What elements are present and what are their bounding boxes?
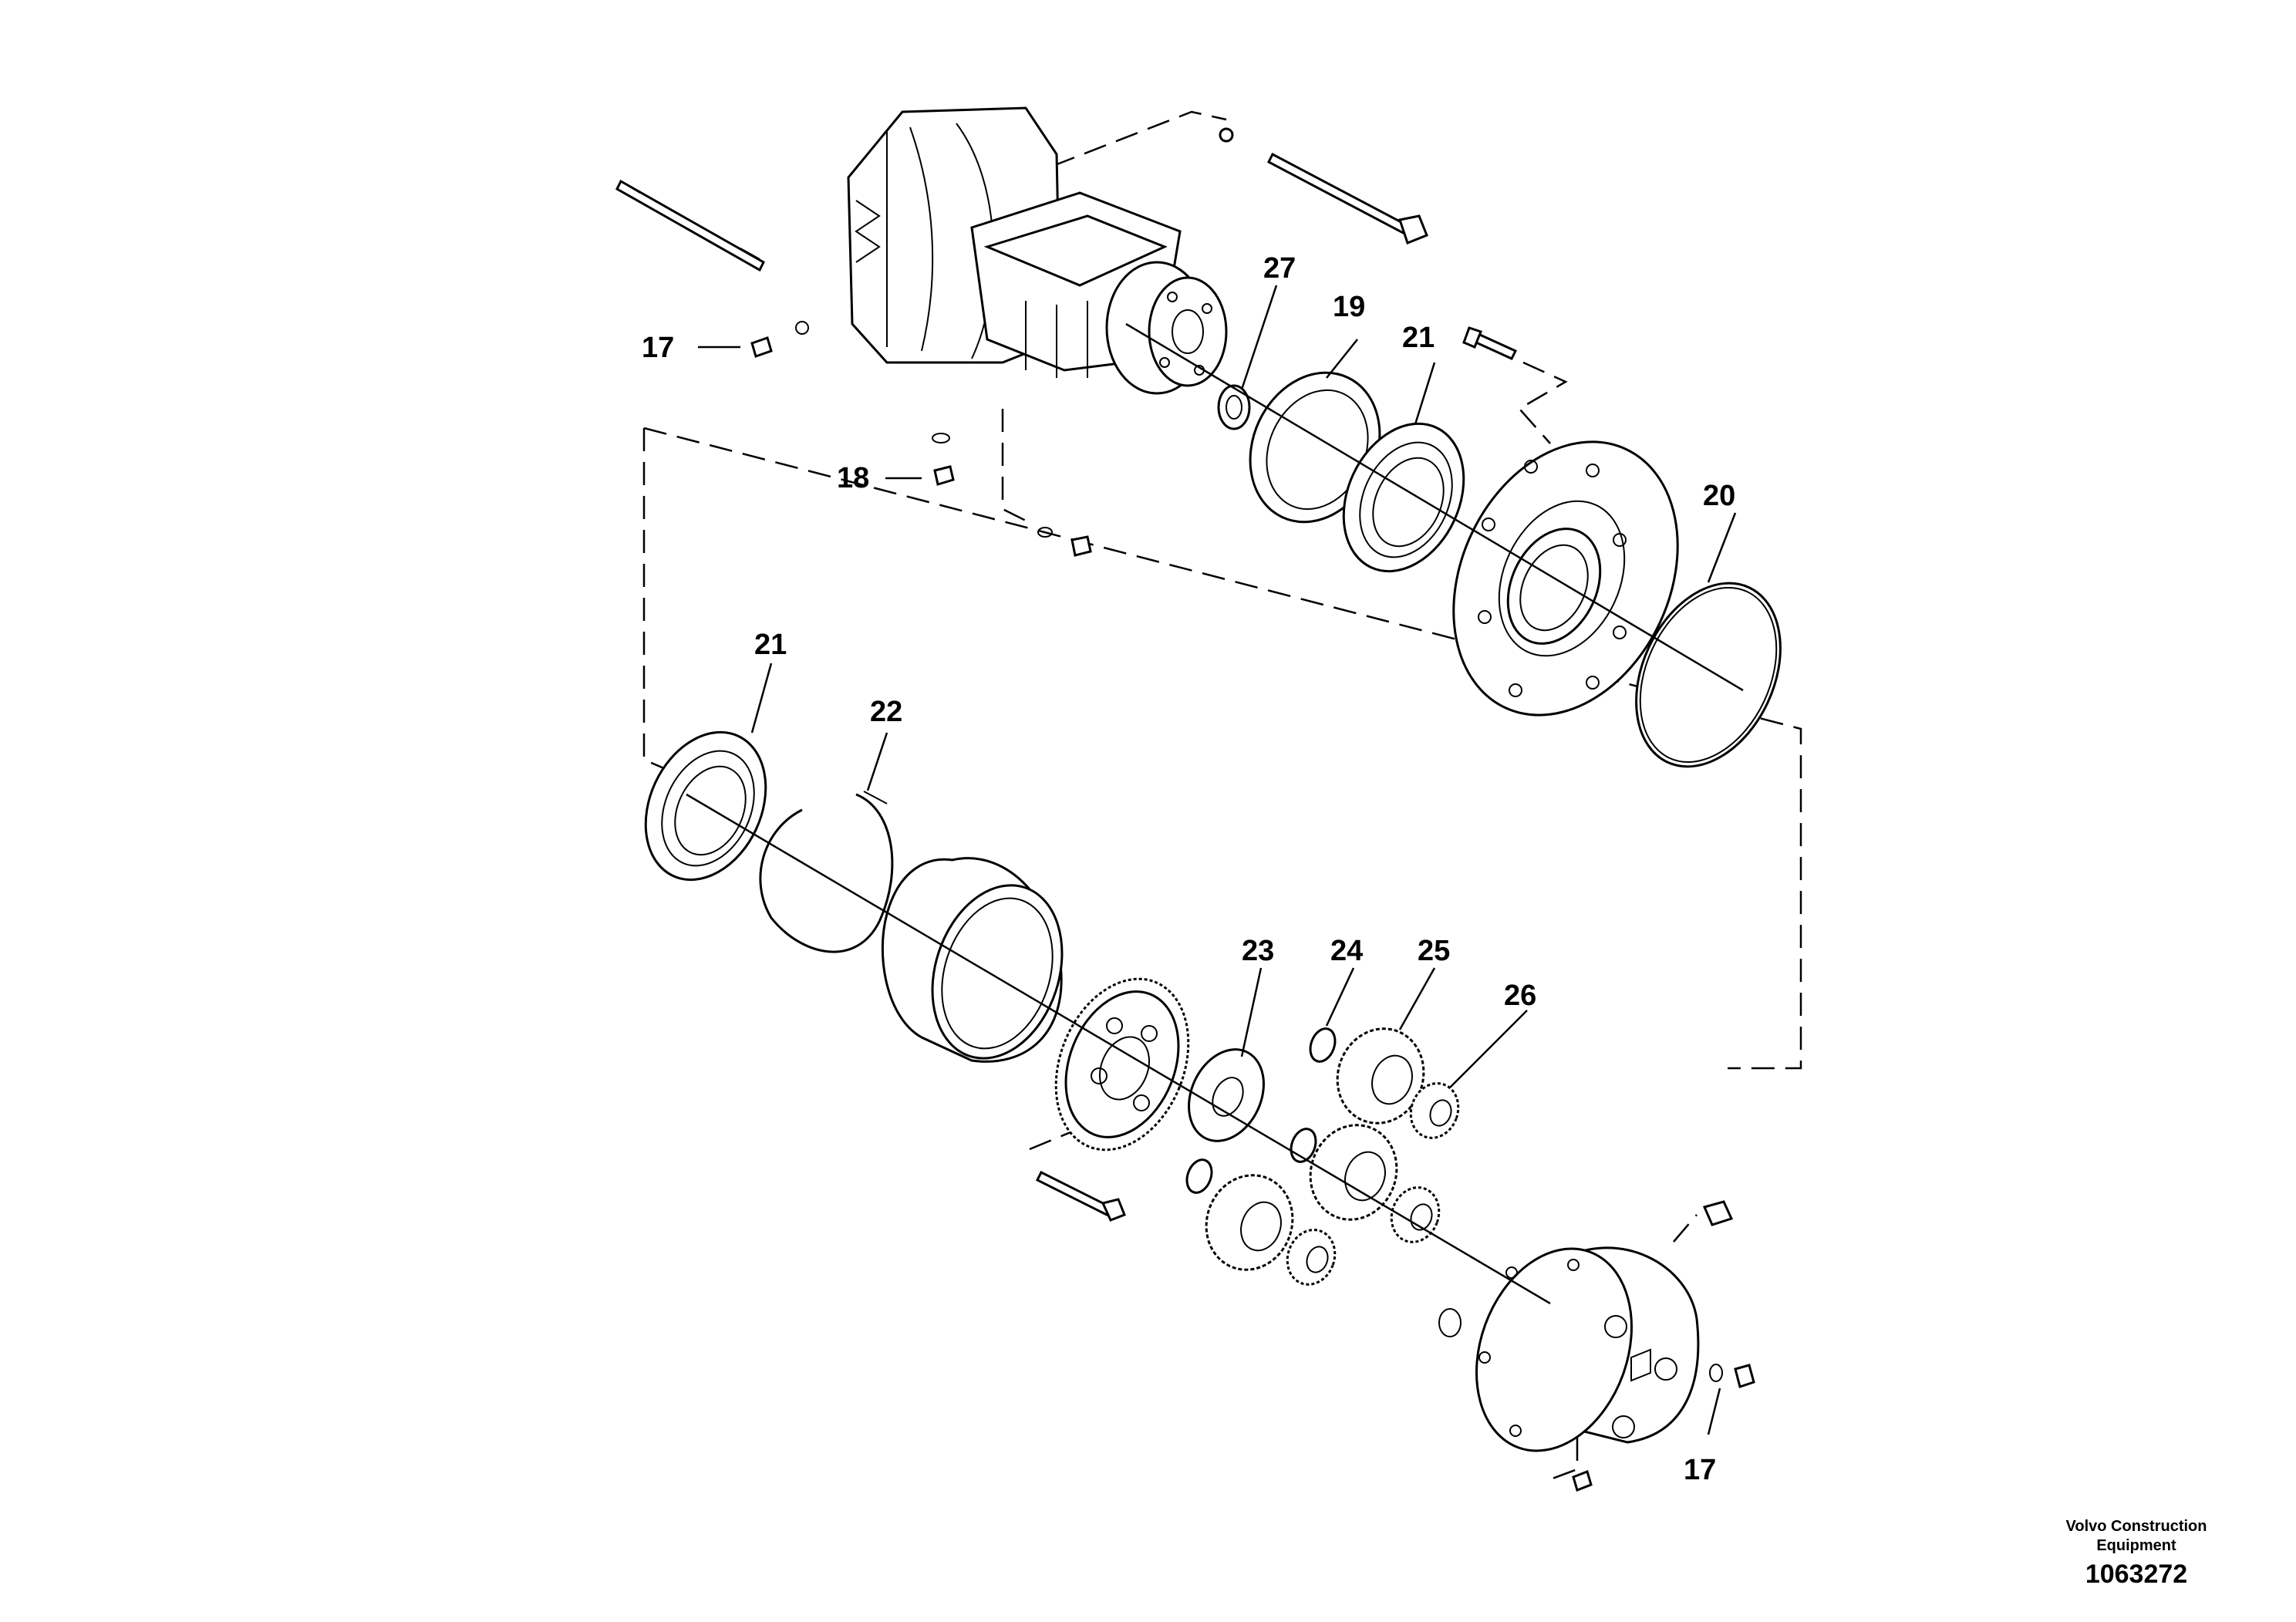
callout-21-upper: 21 xyxy=(1402,322,1435,354)
callout-17-lower: 17 xyxy=(1684,1454,1716,1486)
credit-line-1: Volvo Construction xyxy=(2066,1518,2207,1535)
planet-gears-25 xyxy=(1205,1027,1425,1271)
ring-gear xyxy=(881,857,1064,1063)
needle-bearings-26 xyxy=(1286,1082,1460,1286)
small-fasteners xyxy=(750,321,1092,557)
lower-assembly-axis xyxy=(686,793,1551,1305)
callout-27: 27 xyxy=(1263,252,1296,285)
title-block: Volvo Construction Equipment 1063272 xyxy=(2066,1518,2207,1589)
planet-carrier xyxy=(1054,977,1190,1152)
callout-22: 22 xyxy=(870,696,902,728)
dashed-guide-lines xyxy=(642,110,1802,1482)
hub-cover xyxy=(1475,1246,1700,1452)
callout-24: 24 xyxy=(1330,935,1363,967)
callout-23: 23 xyxy=(1242,935,1274,967)
credit-line-2: Equipment xyxy=(2096,1537,2176,1554)
callout-26: 26 xyxy=(1504,980,1536,1012)
hub-cover-fasteners xyxy=(1438,1200,1755,1492)
bolt-lower xyxy=(1035,1170,1126,1222)
callout-17-upper: 17 xyxy=(642,332,674,364)
thrust-washer-23 xyxy=(1188,1048,1265,1142)
drawing-number: 1063272 xyxy=(2085,1560,2187,1589)
seal-27 xyxy=(1217,384,1251,430)
wheel-hub xyxy=(1452,440,1679,717)
callout-18: 18 xyxy=(837,462,869,494)
snap-ring-22 xyxy=(759,791,894,953)
callout-20: 20 xyxy=(1703,480,1735,512)
upper-assembly-axis xyxy=(1125,322,1744,692)
o-ring-20 xyxy=(1635,582,1782,768)
bearing-21-upper xyxy=(1342,422,1465,573)
long-bolt-right xyxy=(1219,127,1428,244)
callout-21-lower: 21 xyxy=(754,629,787,661)
long-bolt-left xyxy=(615,179,765,272)
callout-25: 25 xyxy=(1418,935,1450,967)
stud-bolt xyxy=(1462,326,1518,360)
callout-19: 19 xyxy=(1333,291,1365,323)
leader-lines xyxy=(698,285,1737,1435)
callout-labels: 17 18 27 19 21 20 21 22 23 24 25 26 17 xyxy=(642,252,1735,1486)
